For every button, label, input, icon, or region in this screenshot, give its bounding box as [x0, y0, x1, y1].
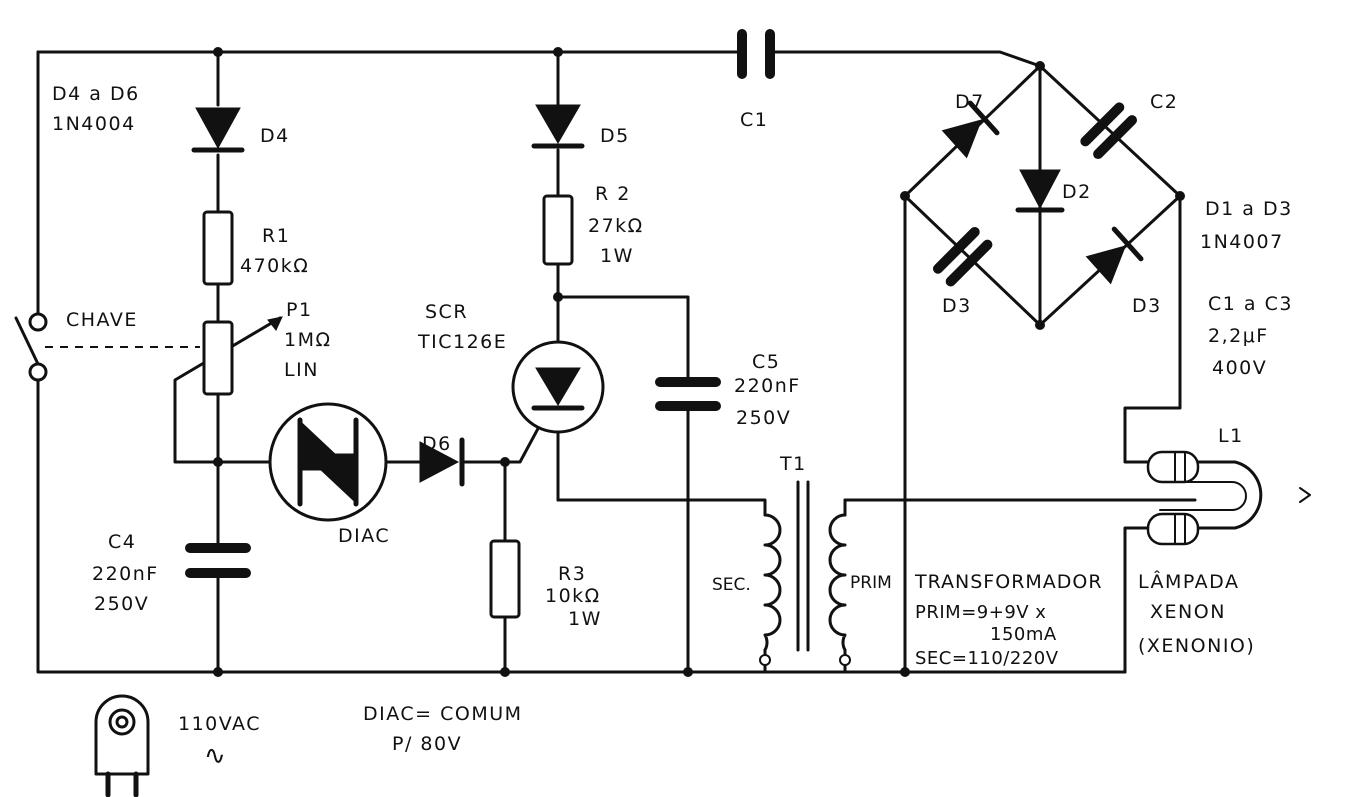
diode-d2: [1015, 169, 1065, 213]
label-r3-power: 1W: [568, 608, 602, 630]
capacitor-bridge-lower-left: [932, 226, 993, 287]
junction-dots: [213, 47, 1185, 677]
label-c1-c3-range: C1 a C3: [1208, 293, 1293, 315]
resistor-r1: [202, 210, 234, 286]
label-d3-left: D3: [942, 295, 972, 317]
label-d6: D6: [422, 433, 452, 455]
label-diac-note-1: DIAC= COMUM: [363, 703, 523, 725]
label-d1-d3-range: D1 a D3: [1205, 198, 1293, 220]
label-r3-value: 10kΩ: [545, 585, 601, 607]
label-r1-value: 470kΩ: [240, 255, 309, 277]
label-c5-voltage: 250V: [736, 407, 791, 429]
label-d7: D7: [955, 91, 985, 113]
scr-tic126e: [511, 340, 605, 434]
label-xenon: XENON: [1150, 601, 1226, 623]
label-t1: T1: [779, 453, 807, 475]
transformer-t1: [759, 480, 851, 666]
label-diac: DIAC: [338, 525, 390, 547]
label-d2: D2: [1062, 181, 1092, 203]
label-d4-d6-range: D4 a D6: [52, 83, 140, 105]
label-p1-value: 1MΩ: [284, 329, 332, 351]
label-p1-type: LIN: [284, 359, 319, 381]
diac: [268, 402, 388, 522]
diode-d4: [191, 107, 245, 153]
label-lampada: LÂMPADA: [1138, 570, 1239, 593]
capacitor-c4: [185, 543, 251, 578]
label-c1-c3-voltage: 400V: [1212, 357, 1267, 379]
label-d4: D4: [260, 125, 290, 147]
label-c1-c3-value: 2,2μF: [1208, 325, 1269, 347]
label-d4-d6-part: 1N4004: [52, 113, 136, 135]
xenon-lamp-l1: [1146, 450, 1311, 546]
diode-d6: [419, 437, 465, 487]
resistor-r3: [489, 539, 521, 619]
label-r2-value: 27kΩ: [588, 215, 644, 237]
wires: [36, 50, 1197, 674]
label-transf-sec: SEC=110/220V: [915, 648, 1059, 669]
label-sec: SEC.: [712, 575, 751, 595]
capacitor-c5: [655, 377, 721, 411]
label-r2: R 2: [595, 183, 631, 205]
label-d5: D5: [600, 125, 630, 147]
label-c4-voltage: 250V: [94, 593, 149, 615]
label-d1-d3-part: 1N4007: [1200, 231, 1284, 253]
label-c2: C2: [1150, 91, 1178, 113]
capacitor-c1: [737, 29, 775, 79]
label-scr-part: TIC126E: [417, 331, 507, 353]
switch-chave: [14, 312, 200, 382]
label-p1: P1: [286, 299, 313, 321]
diode-d7: [941, 100, 1000, 159]
label-c4-value: 220nF: [92, 563, 159, 585]
label-transformador: TRANSFORMADOR: [914, 571, 1103, 593]
label-diac-note-2: P/ 80V: [392, 733, 462, 755]
label-r1: R1: [262, 225, 290, 247]
label-scr: SCR: [425, 301, 468, 323]
label-transf-prim: PRIM=9+9V x: [915, 602, 1046, 623]
potentiometer-p1: [202, 316, 283, 396]
label-d3-right: D3: [1132, 295, 1162, 317]
label-l1: L1: [1218, 425, 1244, 447]
diode-d5: [531, 104, 585, 149]
label-c5-value: 220nF: [734, 375, 801, 397]
label-ac-symbol: ∿: [204, 741, 227, 771]
label-c1: C1: [740, 109, 768, 131]
label-xenonio: (XENONIO): [1138, 635, 1255, 657]
label-transf-current: 150mA: [990, 624, 1057, 645]
diode-d3: [1085, 226, 1144, 285]
label-prim: PRIM: [850, 573, 892, 593]
power-plug: [94, 694, 150, 797]
label-c4: C4: [108, 531, 136, 553]
label-supply: 110VAC: [178, 713, 261, 735]
capacitor-c2: [1080, 102, 1138, 160]
label-c5: C5: [752, 351, 780, 373]
labels: D4 a D6 1N4004 D4 D5 C1 D7 C2 D2 D3 D3 D…: [52, 83, 1293, 771]
label-chave: CHAVE: [66, 309, 138, 331]
label-r3: R3: [558, 563, 586, 585]
resistor-r2: [542, 194, 574, 266]
label-r2-power: 1W: [600, 245, 634, 267]
